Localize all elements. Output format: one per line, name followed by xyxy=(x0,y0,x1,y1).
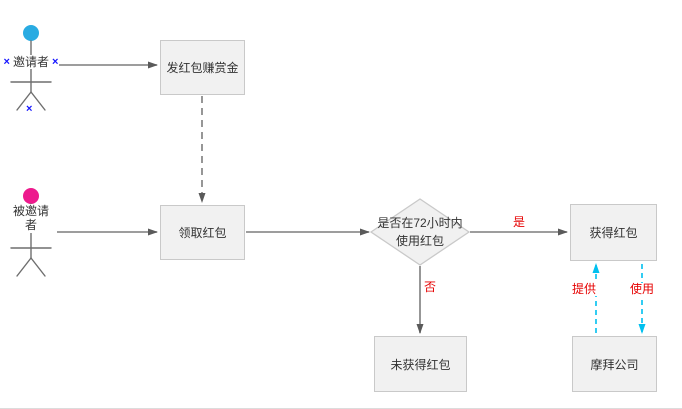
node-label: 摩拜公司 xyxy=(590,357,639,372)
actor-invitee-name: 被邀请者 xyxy=(10,204,52,233)
actor-invitee[interactable]: 被邀请者 xyxy=(4,186,58,280)
actor-invitee-label-row: 被邀请者 xyxy=(4,204,58,233)
edge-label-provide: 提供 xyxy=(571,282,598,297)
edge-label-yes: 是 xyxy=(512,215,527,230)
node-label: 领取红包 xyxy=(178,226,227,240)
actor-invitee-figure xyxy=(10,188,52,277)
actor-inviter-label-row: × 邀请者 × xyxy=(2,55,60,70)
edge-label-use: 使用 xyxy=(629,282,656,297)
actor-head xyxy=(23,188,39,204)
node-not-got-red-packet[interactable]: 未获得红包 xyxy=(374,336,467,392)
actor-inviter-name: 邀请者 xyxy=(11,55,50,70)
node-label: 是否在72小时内使用红包 xyxy=(377,216,463,248)
actor-head xyxy=(23,25,39,41)
decision-label[interactable]: 是否在72小时内使用红包 xyxy=(376,206,464,258)
selection-handle-right[interactable]: × xyxy=(52,55,59,68)
edge-label-no: 否 xyxy=(423,280,438,295)
node-label: 发红包赚赏金 xyxy=(166,61,239,75)
node-receive-red-packet[interactable]: 领取红包 xyxy=(160,205,245,260)
node-got-red-packet[interactable]: 获得红包 xyxy=(570,204,657,261)
selection-handle-left[interactable]: × xyxy=(3,55,10,68)
node-label: 未获得红包 xyxy=(390,357,451,372)
actor-inviter[interactable]: × 邀请者 × × xyxy=(2,22,60,115)
node-mobike-company[interactable]: 摩拜公司 xyxy=(572,336,657,392)
node-label: 获得红包 xyxy=(589,226,638,240)
actor-inviter-figure xyxy=(10,25,52,111)
selection-handle-bottom[interactable]: × xyxy=(26,103,33,115)
node-send-red-packet[interactable]: 发红包赚赏金 xyxy=(160,40,245,95)
